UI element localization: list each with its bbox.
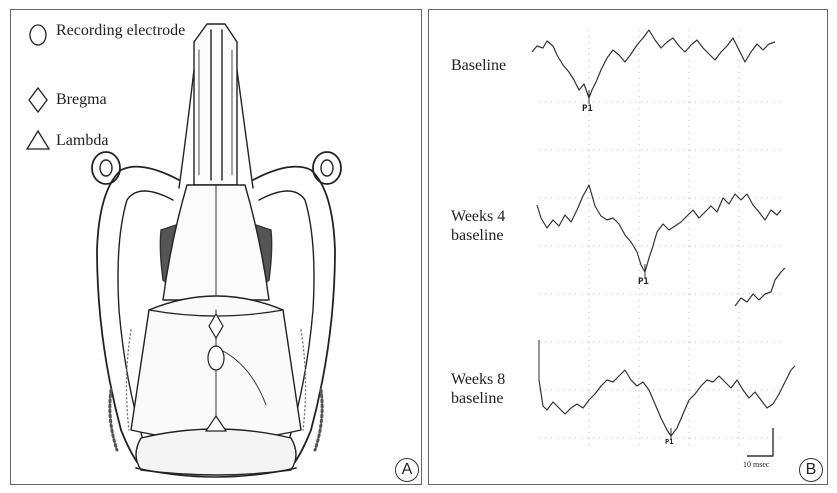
ellipse-outline-icon [30, 25, 46, 45]
recording-electrode-marker-icon [208, 346, 224, 370]
legend-bregma-label: Bregma [56, 91, 107, 109]
diamond-outline-icon [29, 88, 47, 112]
scale-bar-label: 10 msec [743, 460, 769, 469]
trace-weeks4-inset-waveform [735, 268, 785, 306]
trace-weeks4-peak-label: P1 [638, 277, 649, 287]
trace-baseline-waveform [532, 30, 775, 98]
trace-weeks4-label: Weeks 4 baseline [451, 207, 505, 245]
skull-illustration [11, 10, 422, 485]
waveform-traces [429, 10, 828, 485]
trace-weeks8-label: Weeks 8 baseline [451, 370, 505, 408]
legend-recording-electrode-label: Recording electrode [56, 22, 186, 40]
trace-weeks8-peak-label: P1 [665, 438, 673, 446]
scale-bar-icon [747, 428, 773, 456]
legend-lambda-label: Lambda [56, 132, 108, 150]
trace-baseline-label: Baseline [451, 56, 506, 75]
panel-label-b: B [799, 458, 823, 482]
trace-weeks8-waveform [539, 366, 795, 436]
panel-a-skull-diagram: Recording electrode Bregma Lambda A [10, 9, 422, 485]
panel-label-a: A [395, 458, 419, 482]
trace-baseline-peak-label: P1 [582, 104, 593, 114]
triangle-outline-icon [27, 131, 49, 149]
panel-b-evoked-potentials: Baseline Weeks 4 baseline Weeks 8 baseli… [428, 9, 828, 485]
dotted-grid [539, 30, 784, 450]
